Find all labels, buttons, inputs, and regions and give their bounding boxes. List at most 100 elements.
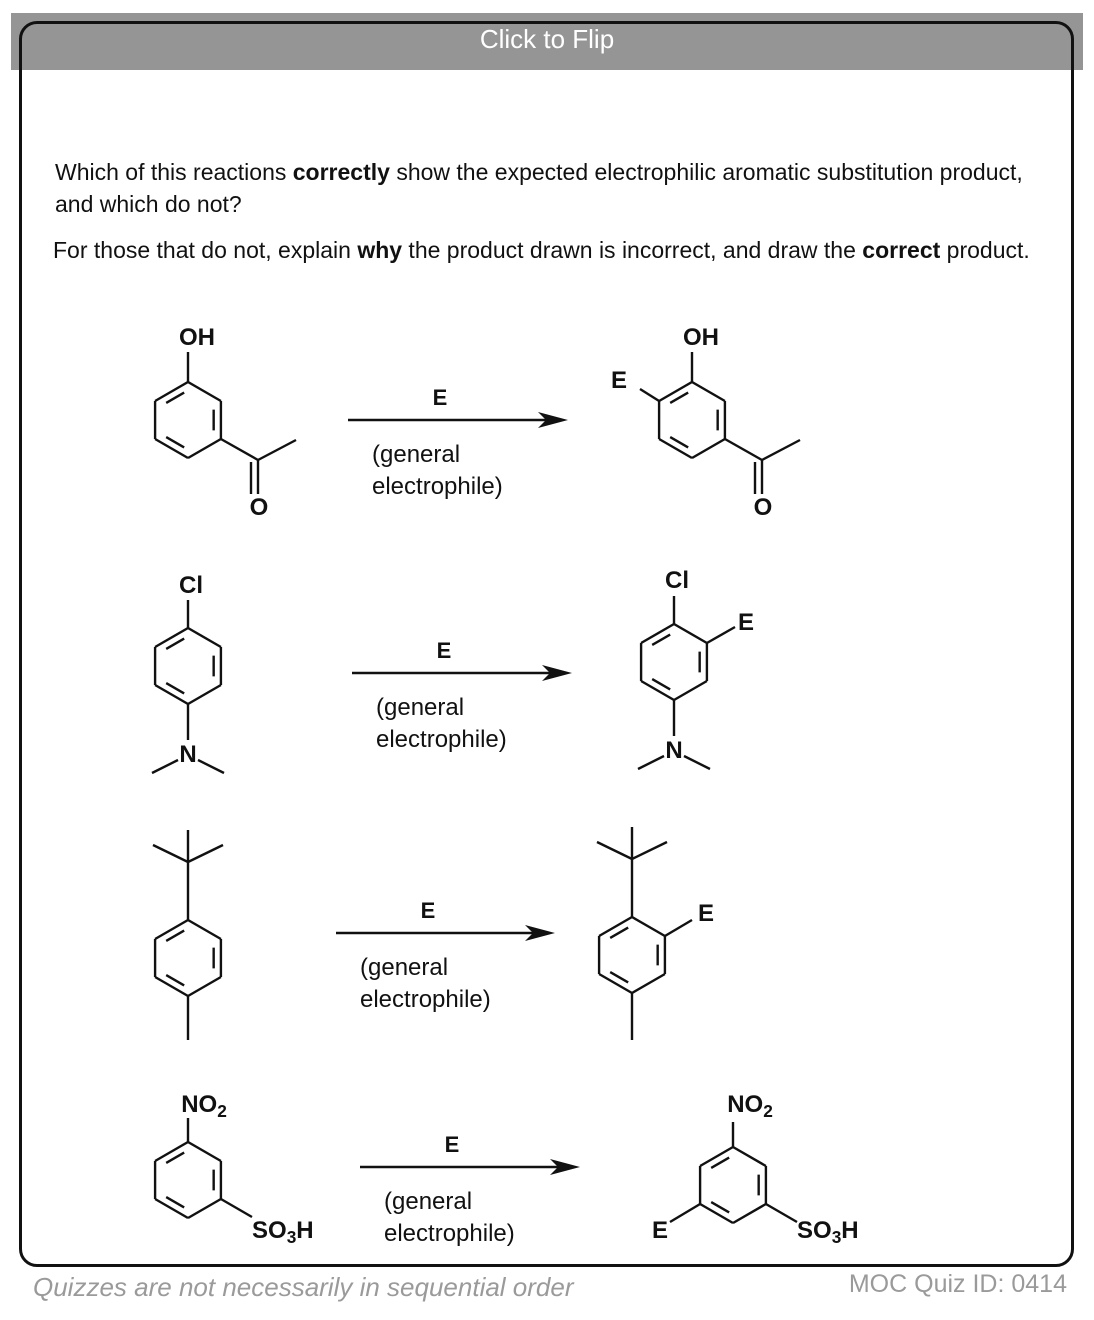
bond: [154, 975, 189, 998]
atom-label: (general: [384, 1188, 472, 1215]
bond: [220, 437, 259, 462]
q-text: Which of this reactions: [55, 159, 293, 185]
bond: [658, 437, 693, 460]
atom-label: E: [738, 609, 754, 636]
bond: [151, 758, 179, 775]
footer-disclaimer: Quizzes are not necessarily in sequentia…: [33, 1272, 574, 1302]
question-text: Which of this reactions correctly show t…: [55, 156, 1035, 220]
atom-label: E: [611, 367, 627, 394]
bond: [154, 1197, 189, 1220]
bond: [664, 918, 693, 938]
q-text: For those that do not, explain: [53, 237, 358, 263]
bond: [187, 626, 222, 649]
bond: [631, 915, 666, 938]
q-bold: why: [357, 237, 403, 263]
reaction-3-product: E: [596, 827, 714, 1040]
q-text: the product drawn is incorrect, and draw…: [402, 237, 863, 263]
bond: [596, 840, 633, 861]
bond: [187, 683, 222, 706]
bond: [673, 679, 708, 702]
atom-label: electrophile): [360, 986, 491, 1013]
arrow-head: [550, 1159, 580, 1175]
atom-label: E: [698, 900, 714, 927]
atom-label: Cl: [179, 572, 203, 599]
atom-label: E: [421, 898, 436, 923]
bond: [732, 1202, 767, 1225]
bond: [187, 843, 224, 864]
q-bold: correctly: [292, 159, 390, 185]
bond: [197, 758, 225, 775]
bond: [732, 1145, 767, 1168]
bond: [165, 1196, 185, 1209]
bond: [669, 391, 689, 404]
bond: [165, 682, 185, 695]
bond: [683, 754, 711, 771]
bond: [165, 1151, 185, 1164]
bond: [710, 1156, 730, 1169]
bond: [220, 1197, 253, 1219]
bond: [639, 387, 660, 403]
atom-label: E: [445, 1132, 460, 1157]
bond: [691, 437, 726, 460]
atom-label: electrophile): [376, 726, 507, 753]
q-bold: correct: [862, 237, 941, 263]
bond: [187, 918, 222, 941]
bond: [154, 1140, 189, 1163]
reaction-2-arrow: E (general electrophile): [352, 638, 572, 753]
bond: [669, 436, 689, 449]
atom-label: E: [652, 1217, 668, 1244]
atom-label: (general: [376, 694, 464, 721]
bond: [154, 683, 189, 706]
bond: [699, 1145, 734, 1168]
quiz-id: MOC Quiz ID: 0414: [848, 1270, 1067, 1298]
bond: [154, 626, 189, 649]
atom-label: (general: [360, 954, 448, 981]
bond: [724, 437, 763, 462]
bond: [152, 843, 189, 864]
arrow-head: [542, 665, 572, 681]
group-label: SO3H: [252, 1217, 314, 1247]
bond: [651, 633, 671, 646]
bond: [761, 438, 801, 462]
reaction-3-arrow: E (general electrophile): [336, 898, 555, 1013]
group-label: SO3H: [797, 1217, 859, 1247]
bond: [691, 380, 726, 403]
bond: [165, 974, 185, 987]
bond: [609, 926, 629, 939]
atom-label: electrophile): [384, 1220, 515, 1247]
bond: [706, 625, 736, 645]
bond: [257, 438, 297, 462]
bond: [165, 391, 185, 404]
bond: [631, 840, 668, 861]
bond: [640, 622, 675, 645]
quiz-card: [19, 21, 1074, 1267]
group-label: NO2: [727, 1091, 773, 1121]
atom-label: E: [433, 385, 448, 410]
bond: [699, 1202, 734, 1225]
bond: [669, 1202, 701, 1224]
bond: [165, 436, 185, 449]
atom-label: OH: [683, 324, 719, 351]
bond: [673, 622, 708, 645]
q-text: show the expected electrophilic aromatic…: [55, 159, 1023, 217]
arrow-head: [538, 412, 568, 428]
bond: [765, 1202, 798, 1224]
arrow-head: [525, 925, 555, 941]
click-to-flip-button[interactable]: Click to Flip: [479, 24, 615, 54]
atom-label: E: [437, 638, 452, 663]
bond: [598, 972, 633, 995]
atom-label: N: [665, 737, 682, 764]
bond: [658, 380, 693, 403]
bond: [187, 975, 222, 998]
bond: [640, 679, 675, 702]
atom-label: O: [250, 494, 269, 521]
q-text: product.: [940, 237, 1030, 263]
bond: [631, 972, 666, 995]
bond: [187, 1140, 222, 1163]
bond: [609, 971, 629, 984]
bond: [187, 380, 222, 403]
